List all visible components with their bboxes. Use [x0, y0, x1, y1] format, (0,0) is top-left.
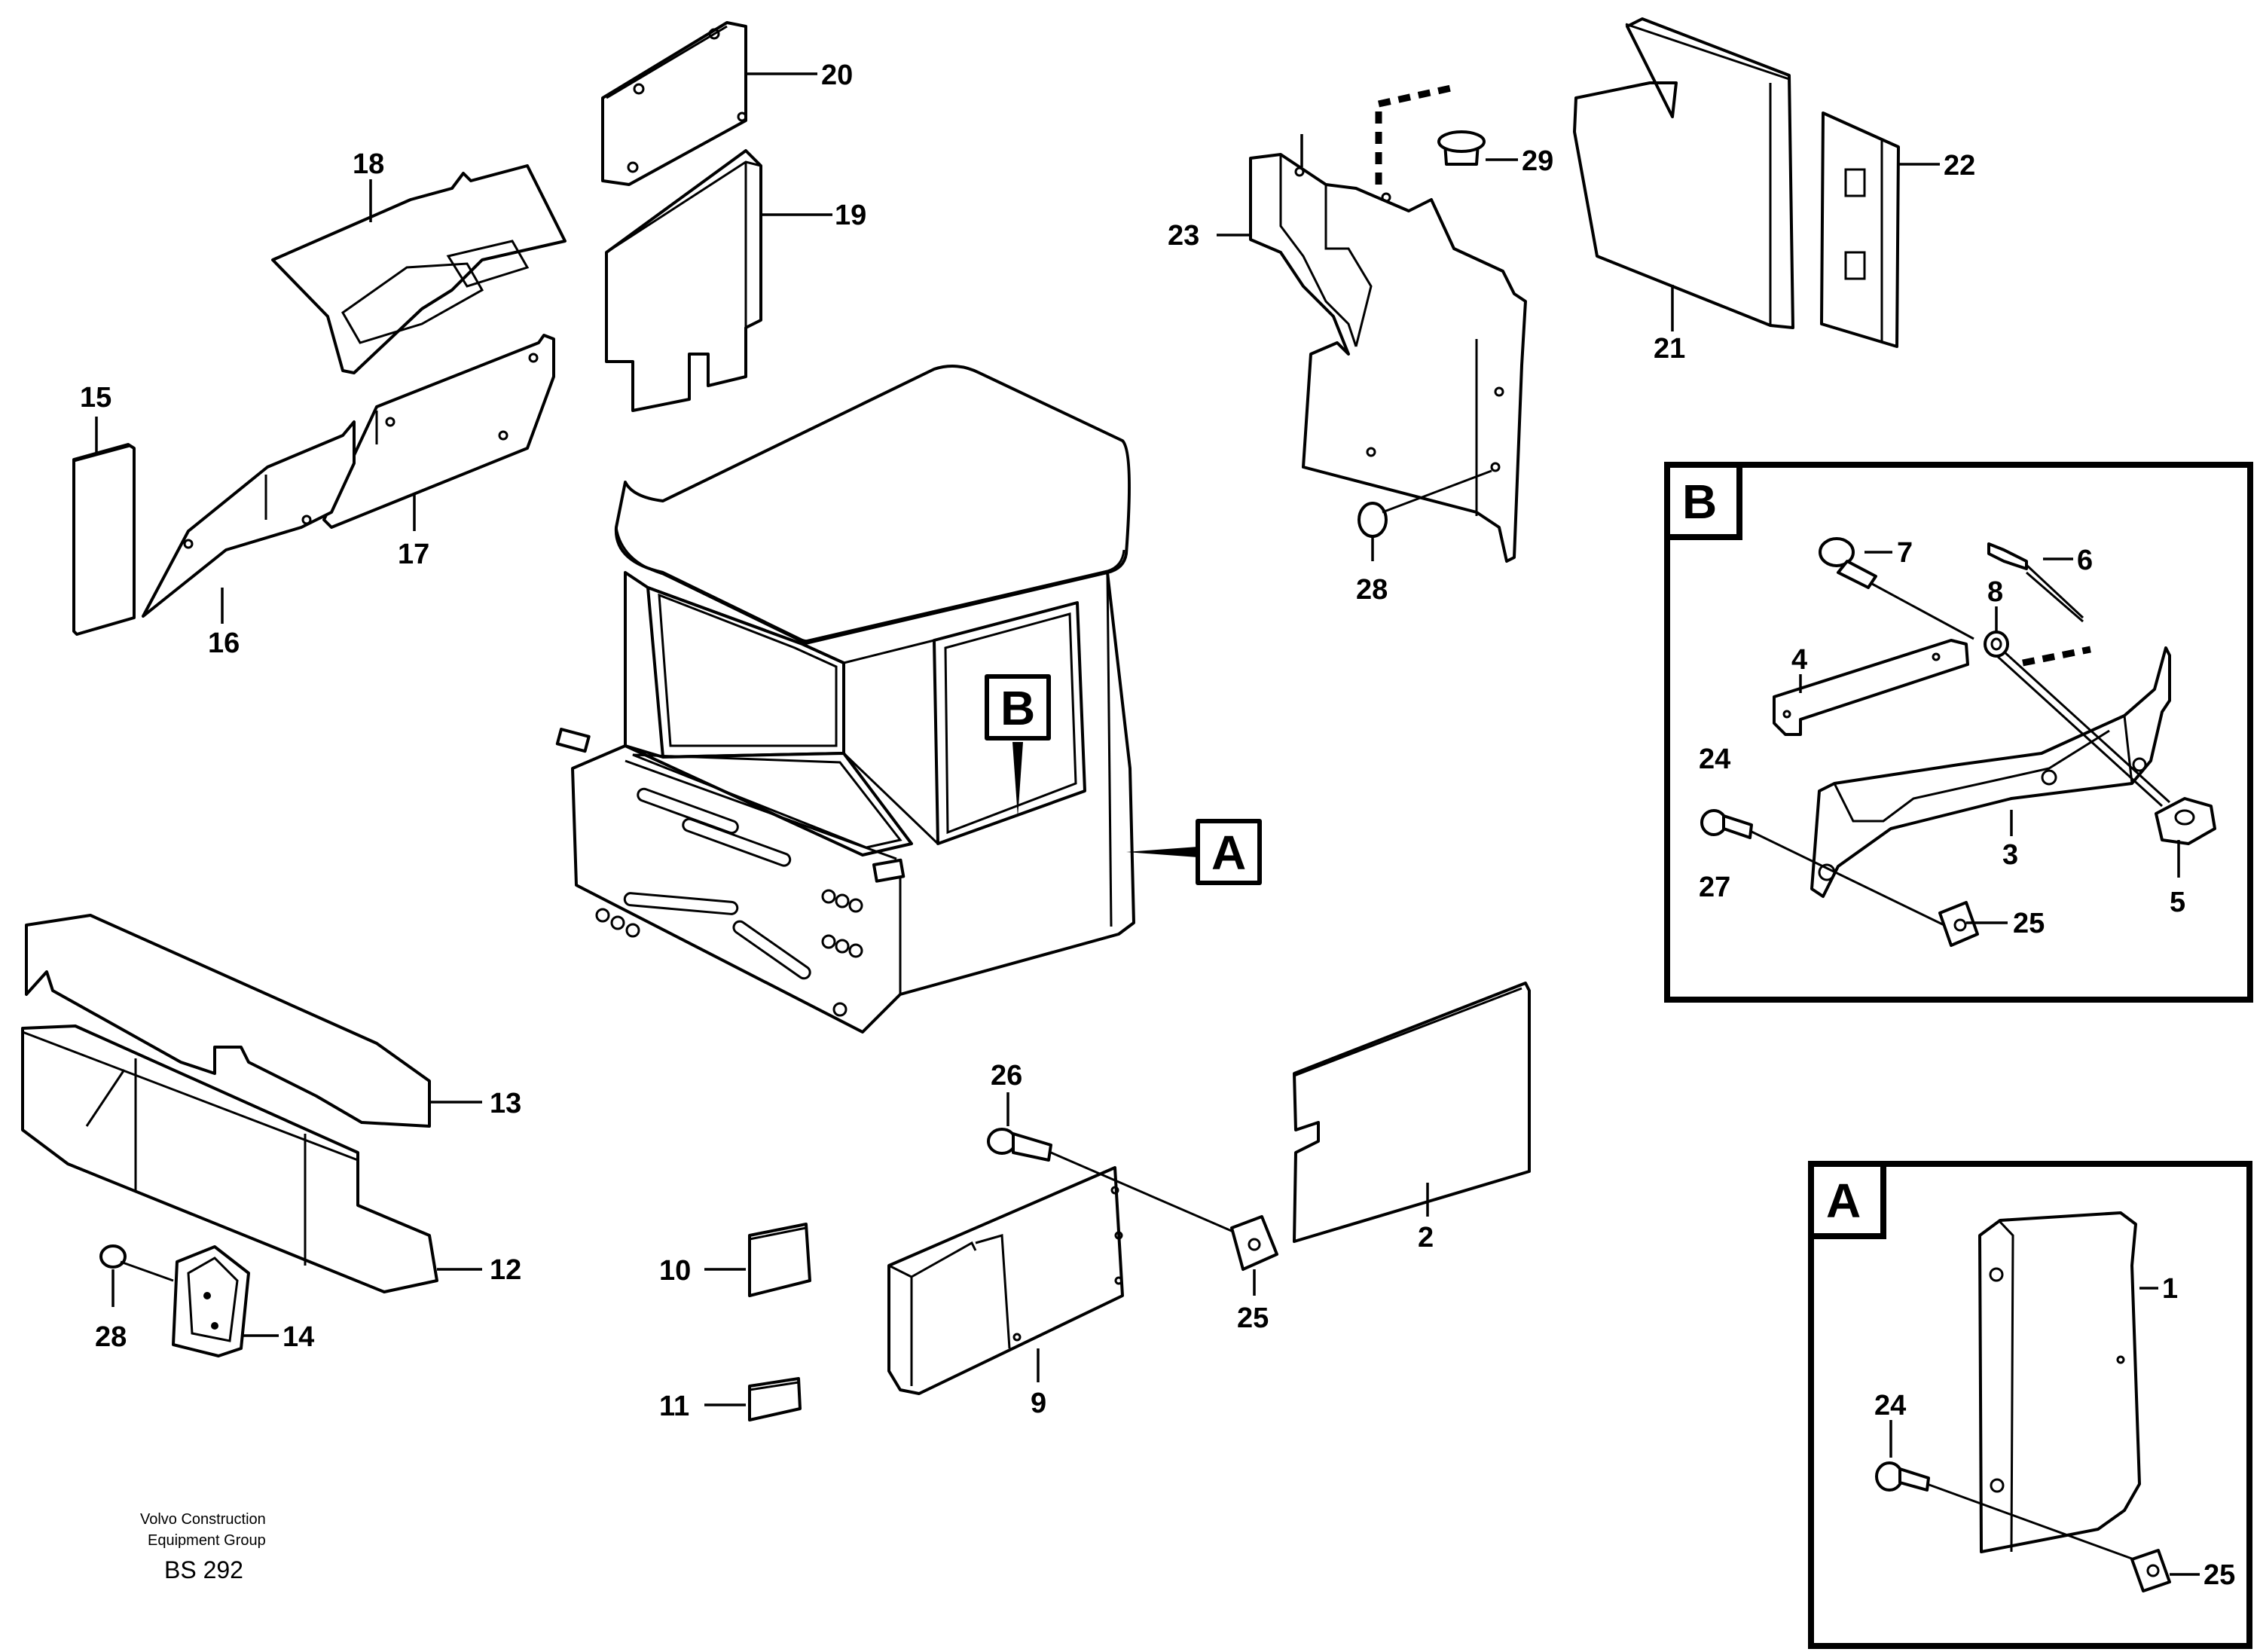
label-part-25-center: 25	[1237, 1302, 1269, 1334]
part-13-strip	[25, 914, 431, 1128]
part-25-nut-center	[1230, 1215, 1278, 1271]
part-12-block	[21, 1024, 438, 1293]
detail-a-title: A	[1826, 1174, 1861, 1228]
label-part-14: 14	[282, 1321, 314, 1353]
label-part-22: 22	[1944, 150, 1975, 182]
part-20-bracket	[601, 21, 747, 186]
part-22-plate	[1820, 111, 1900, 348]
part-26-screw	[987, 1128, 1251, 1241]
part-23-rear-panel	[1249, 134, 1527, 563]
label-part-28-top: 28	[1356, 574, 1388, 606]
label-part-25-a: 25	[2204, 1559, 2235, 1591]
footer-company-line1: Volvo Construction	[140, 1511, 266, 1528]
label-part-28-left: 28	[95, 1321, 127, 1353]
part-10-pad	[748, 1223, 811, 1297]
label-part-17: 17	[398, 539, 429, 570]
label-part-25-b: 25	[2013, 908, 2045, 939]
part-11-pad	[748, 1377, 802, 1421]
label-part-5: 5	[2170, 887, 2185, 918]
part-17-side-panel	[322, 334, 555, 529]
footer-code: BS 292	[164, 1556, 243, 1583]
detail-b-frame	[1664, 462, 2253, 1003]
label-part-24-b: 24	[1699, 744, 1730, 775]
part-14-clip	[172, 1245, 250, 1357]
label-part-18: 18	[353, 148, 384, 180]
part-19-panel	[605, 149, 762, 412]
label-part-16: 16	[208, 628, 240, 659]
label-part-26: 26	[991, 1060, 1022, 1092]
part-29-plug	[1437, 130, 1486, 166]
label-part-21: 21	[1654, 333, 1685, 365]
part-21-large-panel	[1573, 17, 1794, 329]
label-part-3: 3	[2002, 839, 2018, 871]
label-part-4: 4	[1791, 644, 1807, 676]
callout-b-label: B	[1000, 681, 1035, 735]
part-2-panel	[1293, 982, 1531, 1243]
detail-a-frame	[1808, 1161, 2252, 1649]
detail-b-parts	[1700, 537, 2216, 947]
part-18-dash-cover	[271, 164, 567, 374]
part-16-lower-panel	[142, 420, 356, 618]
label-part-13: 13	[490, 1088, 521, 1119]
label-part-2: 2	[1418, 1222, 1434, 1254]
label-part-9: 9	[1031, 1388, 1046, 1419]
label-part-15: 15	[80, 382, 111, 414]
callout-a-label: A	[1211, 826, 1246, 880]
label-part-1: 1	[2162, 1273, 2178, 1305]
part-9-cover	[887, 1166, 1124, 1395]
label-part-10: 10	[659, 1255, 691, 1287]
label-part-19: 19	[835, 200, 866, 231]
part-15-block	[72, 443, 136, 636]
detail-b-title: B	[1682, 475, 1717, 529]
part-28-screw	[99, 1244, 174, 1282]
label-part-12: 12	[490, 1254, 521, 1286]
label-part-24-a: 24	[1874, 1390, 1906, 1421]
label-part-29: 29	[1522, 145, 1553, 177]
label-part-23: 23	[1168, 220, 1199, 252]
callout-b-marker	[985, 674, 1051, 817]
detail-a-parts	[1875, 1211, 2171, 1592]
footer-company-line2: Equipment Group	[148, 1532, 266, 1549]
label-part-6: 6	[2077, 545, 2093, 576]
callout-a-marker	[1126, 819, 1262, 885]
label-part-11: 11	[659, 1391, 689, 1422]
label-part-27: 27	[1699, 872, 1730, 903]
label-part-7: 7	[1897, 537, 1913, 569]
label-part-8: 8	[1987, 576, 2003, 608]
label-part-20: 20	[821, 60, 853, 91]
